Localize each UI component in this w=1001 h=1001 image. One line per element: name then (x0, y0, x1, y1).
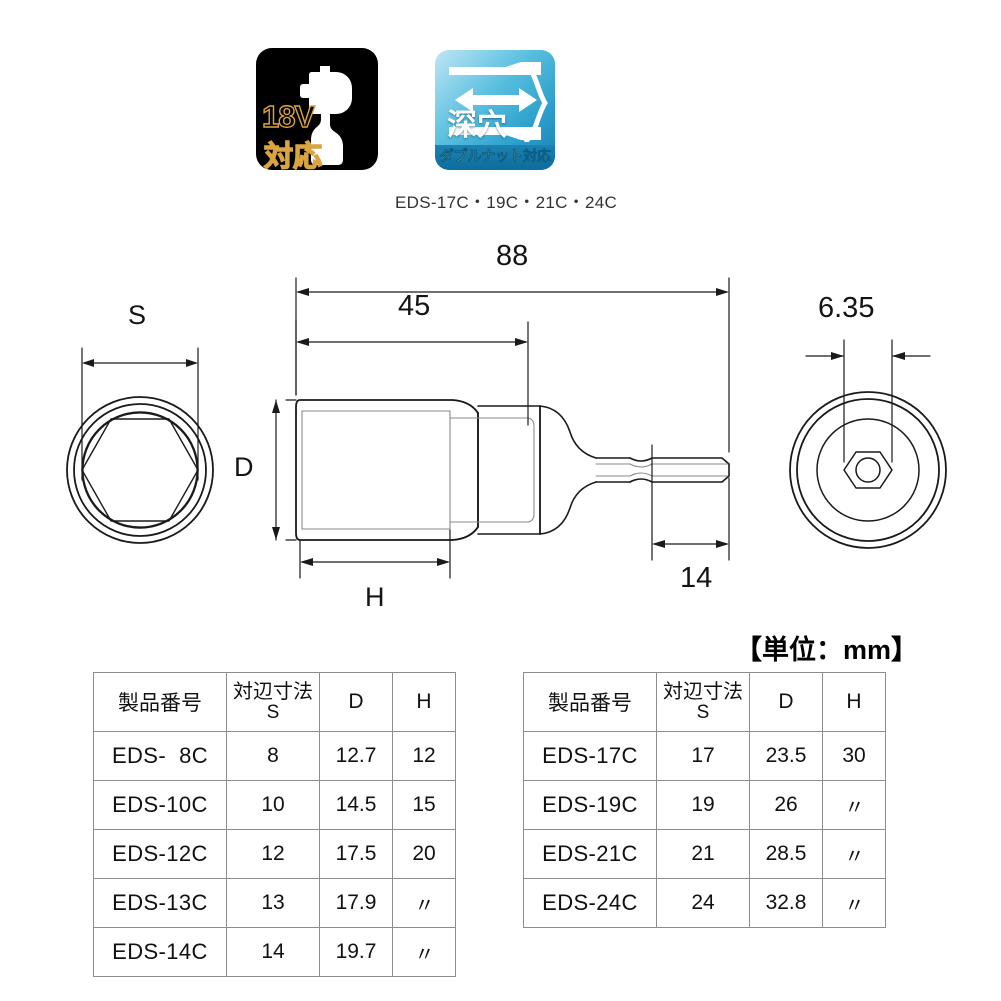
header-across-flats-sub: S (266, 701, 280, 723)
dimension-H (299, 529, 451, 579)
impact-driver-icon (300, 66, 352, 165)
dimension-14 (651, 444, 730, 561)
drawing-svg (66, 277, 947, 579)
table-row: EDS-14C 14 19.7 〃 (93, 927, 456, 977)
cell-h: 15 (392, 780, 456, 830)
header-model: 製品番号 (93, 672, 227, 732)
cell-model: EDS-21C (523, 829, 657, 879)
header-across-flats-main: 対辺寸法 (663, 680, 743, 703)
technical-drawing: 88 45 14 6.35 S D H (0, 230, 1001, 640)
spec-table-large-sizes: 製品番号 対辺寸法 S D H EDS-17C 17 23.5 30 EDS-1… (523, 672, 886, 928)
side-section-view (295, 399, 730, 541)
shank-end-view (789, 391, 947, 549)
cell-s: 10 (226, 780, 320, 830)
cell-model: EDS-17C (523, 731, 657, 781)
cell-h: 〃 (392, 878, 456, 928)
table-header-row: 製品番号 対辺寸法 S D H (93, 672, 456, 732)
header-across-flats-sub: S (696, 701, 710, 723)
dimension-label-across-flats: S (128, 300, 147, 330)
cell-d: 17.9 (319, 878, 393, 928)
table-row: EDS-13C 13 17.9 〃 (93, 878, 456, 928)
dimension-label-shank-length: 14 (680, 562, 713, 594)
cell-s: 8 (226, 731, 320, 781)
socket-brace-icon (523, 64, 548, 142)
badge-row: 18V 対応 深穴 ダブルナット対応 EDS-17C・19C・21C・24C (0, 0, 1001, 225)
dimension-S (81, 347, 199, 481)
dimension-45 (295, 319, 529, 426)
cell-model: EDS-19C (523, 780, 657, 830)
cell-model: EDS-10C (93, 780, 227, 830)
table-header-row: 製品番号 対辺寸法 S D H (523, 672, 886, 732)
cell-model: EDS- 8C (93, 731, 227, 781)
cell-h: 〃 (822, 829, 886, 879)
cell-s: 24 (656, 878, 750, 928)
header-across-flats: 対辺寸法 S (656, 672, 750, 732)
cell-h: 20 (392, 829, 456, 879)
cell-model: EDS-12C (93, 829, 227, 879)
cell-d: 23.5 (749, 731, 823, 781)
double-arrow-icon (455, 88, 537, 112)
table-row: EDS-10C 10 14.5 15 (93, 780, 456, 830)
cell-s: 21 (656, 829, 750, 879)
cell-s: 14 (226, 927, 320, 977)
unit-note: 【単位：mm】 (735, 635, 919, 665)
cell-h: 〃 (822, 780, 886, 830)
header-across-flats-main: 対辺寸法 (233, 680, 313, 703)
table-row: EDS-24C 24 32.8 〃 (523, 878, 886, 928)
header-model: 製品番号 (523, 672, 657, 732)
cell-h: 〃 (822, 878, 886, 928)
header-height: H (392, 672, 456, 732)
cell-s: 13 (226, 878, 320, 928)
badge-18v-text: 18V (261, 99, 316, 134)
badge-sub-bar (435, 145, 555, 170)
cell-model: EDS-14C (93, 927, 227, 977)
cell-d: 14.5 (319, 780, 393, 830)
18v-compatible-badge: 18V 対応 (256, 48, 378, 170)
cell-model: EDS-24C (523, 878, 657, 928)
badge-taiou-text: 対応 (263, 140, 323, 170)
badge-deep-hole-text: 深穴 (447, 109, 507, 142)
cell-d: 17.5 (319, 829, 393, 879)
table-row: EDS-17C 17 23.5 30 (523, 731, 886, 781)
dimension-label-total-length: 88 (496, 240, 529, 272)
cell-s: 17 (656, 731, 750, 781)
header-across-flats: 対辺寸法 S (226, 672, 320, 732)
dimension-label-body-length: 45 (398, 290, 431, 322)
cell-d: 28.5 (749, 829, 823, 879)
socket-end-view (66, 396, 214, 544)
table-row: EDS-12C 12 17.5 20 (93, 829, 456, 879)
header-diameter: D (319, 672, 393, 732)
table-row: EDS-21C 21 28.5 〃 (523, 829, 886, 879)
cell-model: EDS-13C (93, 878, 227, 928)
cell-d: 32.8 (749, 878, 823, 928)
cell-h: 12 (392, 731, 456, 781)
dimension-label-shank-hex: 6.35 (818, 292, 875, 324)
header-diameter: D (749, 672, 823, 732)
cell-h: 〃 (392, 927, 456, 977)
dimension-D (272, 399, 297, 541)
dimension-88 (295, 277, 730, 453)
dimension-label-outer-diameter: D (234, 452, 254, 482)
badge-model-list: EDS-17C・19C・21C・24C (395, 193, 618, 212)
table-row: EDS-19C 19 26 〃 (523, 780, 886, 830)
cell-s: 12 (226, 829, 320, 879)
cell-d: 26 (749, 780, 823, 830)
cell-d: 19.7 (319, 927, 393, 977)
badge-double-nut-text: ダブルナット対応 (439, 149, 551, 166)
dimension-6-35 (805, 339, 931, 463)
spec-table-small-sizes: 製品番号 対辺寸法 S D H EDS- 8C 8 12.7 12 EDS-10… (93, 672, 456, 977)
dimension-label-socket-depth: H (365, 582, 385, 612)
table-row: EDS- 8C 8 12.7 12 (93, 731, 456, 781)
cell-h: 30 (822, 731, 886, 781)
cell-d: 12.7 (319, 731, 393, 781)
cell-s: 19 (656, 780, 750, 830)
deep-hole-badge: 深穴 ダブルナット対応 (435, 50, 555, 170)
header-height: H (822, 672, 886, 732)
